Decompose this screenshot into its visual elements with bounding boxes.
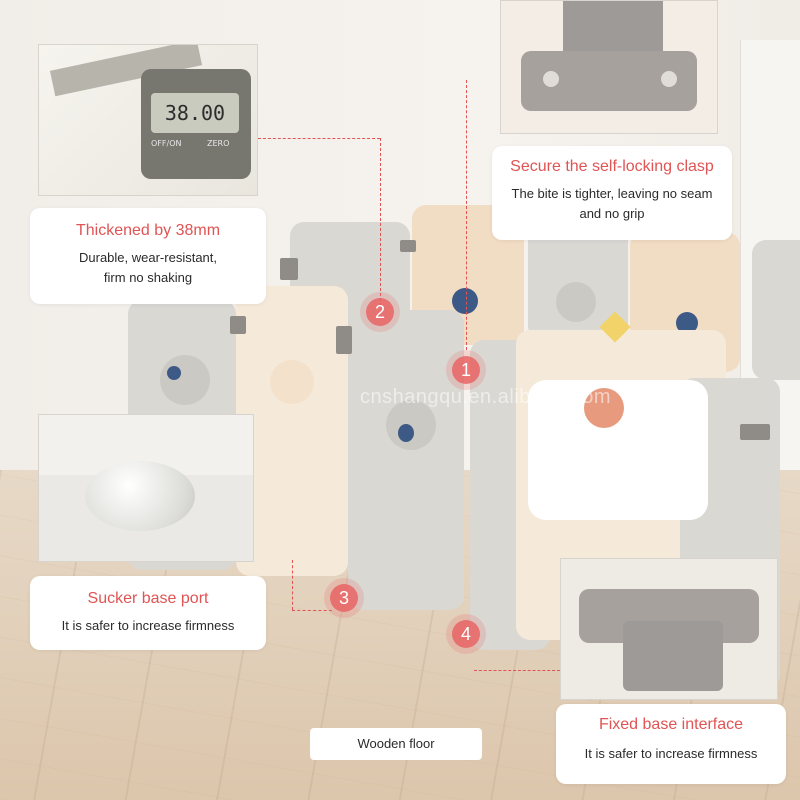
sucker-photo <box>38 414 254 562</box>
connector-line <box>292 560 293 610</box>
connector-line <box>466 80 467 350</box>
callout-sucker: Sucker base port It is safer to increase… <box>30 576 266 650</box>
fence-panel <box>236 286 348 576</box>
bear-face <box>270 360 314 404</box>
caliper-photo: 38.00 OFF/ON ZERO <box>38 44 258 196</box>
connector-line <box>380 138 381 306</box>
bear-nose <box>167 366 181 380</box>
callout-clasp: Secure the self-locking clasp The bite i… <box>492 146 732 240</box>
caliper-button-label: OFF/ON <box>151 139 182 148</box>
callout-fixed: Fixed base interface It is safer to incr… <box>556 704 786 784</box>
callout-text: Durable, wear-resistant, <box>79 250 217 265</box>
bear-nose <box>676 312 698 334</box>
marker-4: 4 <box>452 620 480 648</box>
hinge <box>230 316 246 334</box>
connector-line <box>474 670 560 671</box>
bear-face <box>160 355 210 405</box>
hinge <box>280 258 298 280</box>
callout-title: Secure the self-locking clasp <box>510 158 714 175</box>
hinge <box>400 240 416 252</box>
callout-text: The bite is tighter, leaving no seam <box>511 186 713 201</box>
callout-thickened: Thickened by 38mm Durable, wear-resistan… <box>30 208 266 304</box>
clasp-photo <box>500 0 718 134</box>
callout-text: It is safer to increase firmness <box>584 746 758 761</box>
marker-1: 1 <box>452 356 480 384</box>
callout-text: It is safer to increase firmness <box>61 618 235 633</box>
fence-panel <box>752 240 800 380</box>
sucker-cup <box>85 461 195 531</box>
bear-nose <box>398 424 414 442</box>
hinge <box>740 424 770 440</box>
caliper-display: 38.00 <box>151 93 239 133</box>
callout-title: Sucker base port <box>87 590 209 607</box>
caliper-button-label: ZERO <box>207 139 230 148</box>
callout-title: Fixed base interface <box>598 716 744 733</box>
connector-line <box>258 138 380 139</box>
clasp-screw <box>661 71 677 87</box>
connector-line <box>292 610 332 611</box>
bear-face <box>556 282 596 322</box>
bear-nose <box>452 288 478 314</box>
callout-text: and no grip <box>579 206 645 221</box>
marker-3: 3 <box>330 584 358 612</box>
bear-nose <box>584 388 624 428</box>
clasp-screw <box>543 71 559 87</box>
callout-text: firm no shaking <box>103 270 193 285</box>
base-interface-lock <box>623 621 723 691</box>
base-interface-photo <box>560 558 778 700</box>
callout-title: Thickened by 38mm <box>75 222 221 239</box>
watermark: cnshangqu.en.alibaba.com <box>360 386 612 408</box>
marker-2: 2 <box>366 298 394 326</box>
hinge <box>336 326 352 354</box>
floor-label: Wooden floor <box>310 728 482 760</box>
fence-panel <box>348 310 464 610</box>
